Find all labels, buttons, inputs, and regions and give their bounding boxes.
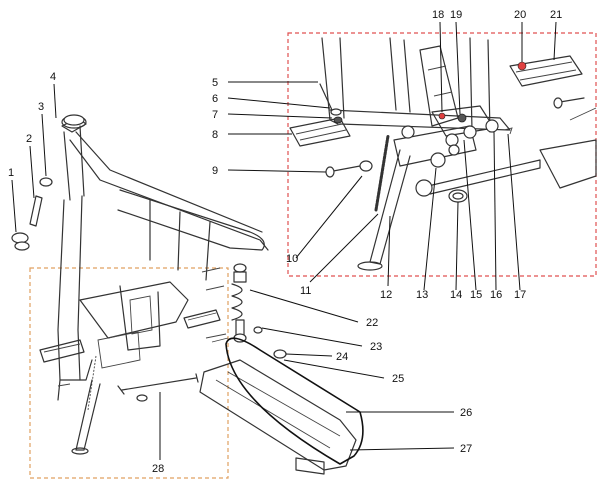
callout-11: 11 — [300, 285, 311, 297]
callout-21: 21 — [550, 9, 562, 21]
callout-6: 6 — [212, 93, 218, 105]
callout-13: 13 — [416, 289, 428, 301]
callout-27: 27 — [460, 443, 472, 455]
callout-2: 2 — [26, 133, 32, 145]
callout-12: 12 — [380, 289, 392, 301]
callout-16: 16 — [490, 289, 502, 301]
callout-10: 10 — [286, 253, 298, 265]
callout-14: 14 — [450, 289, 462, 301]
callout-8: 8 — [212, 129, 218, 141]
callout-4: 4 — [50, 71, 56, 83]
head-bearing-parts — [11, 114, 85, 251]
swingarm-drawing — [117, 326, 364, 475]
callout-17: 17 — [514, 289, 526, 301]
detail-inset-drawing — [289, 37, 597, 271]
callout-9: 9 — [212, 165, 218, 177]
rear-shock-drawing — [231, 263, 247, 343]
callout-23: 23 — [370, 341, 382, 353]
callout-20: 20 — [514, 9, 526, 21]
callout-15: 15 — [470, 289, 482, 301]
callout-19: 19 — [450, 9, 462, 21]
callout-24: 24 — [336, 351, 348, 363]
callout-3: 3 — [38, 101, 44, 113]
callout-25: 25 — [392, 373, 404, 385]
main-frame-drawing — [39, 115, 269, 455]
leader-lines — [11, 21, 557, 460]
callout-28: 28 — [152, 463, 164, 475]
callout-1: 1 — [8, 167, 14, 179]
callout-18: 18 — [432, 9, 444, 21]
callout-numbers: 1 2 3 4 5 6 7 8 9 10 11 12 13 14 15 16 1… — [8, 9, 562, 475]
callout-26: 26 — [460, 407, 472, 419]
callout-22: 22 — [366, 317, 378, 329]
callout-5: 5 — [212, 77, 218, 89]
swingarm-zone-frame — [29, 267, 229, 479]
callout-7: 7 — [212, 109, 218, 121]
